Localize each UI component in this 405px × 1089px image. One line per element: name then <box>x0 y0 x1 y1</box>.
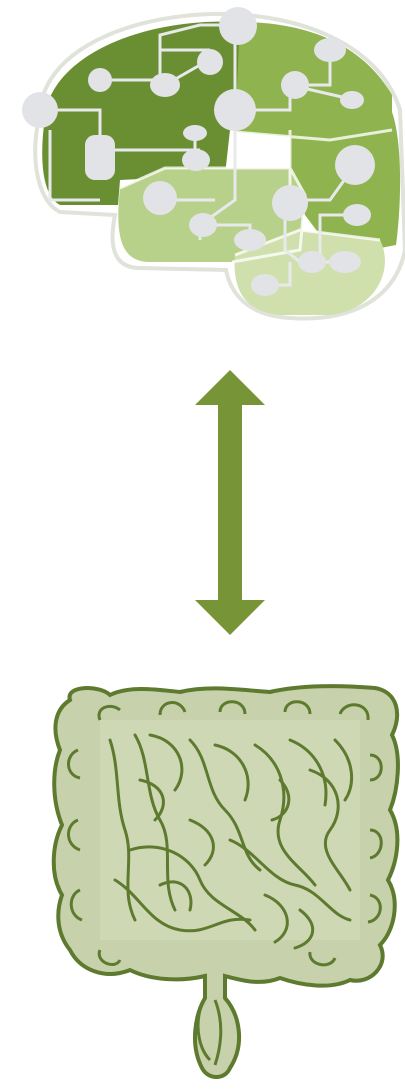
brain-circuit-icon <box>0 0 405 330</box>
gut-node <box>40 680 405 1085</box>
brain-node <box>0 0 405 330</box>
intestines-icon <box>40 680 405 1085</box>
bidirectional-arrow <box>185 365 275 640</box>
double-arrow-icon <box>185 365 275 640</box>
